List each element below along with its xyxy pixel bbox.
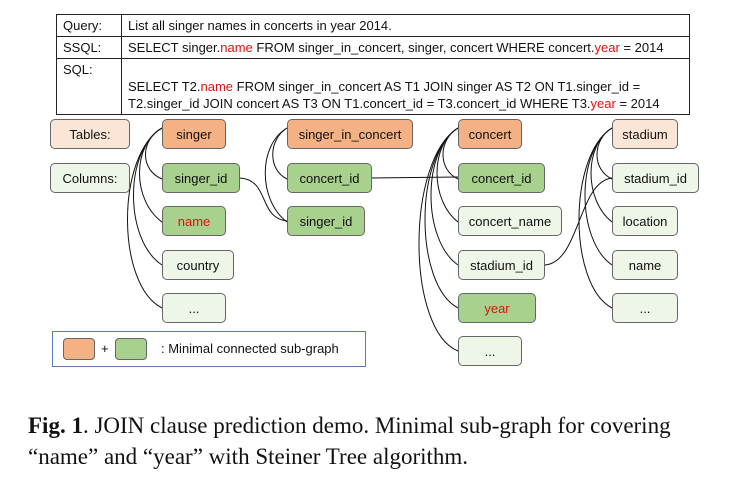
column-node-name: name xyxy=(612,250,678,280)
column-node-concert-id: concert_id xyxy=(287,163,372,193)
edge xyxy=(590,127,613,223)
sql-part-highlight: name xyxy=(200,79,234,94)
ssql-row: SSQL: SELECT singer.name FROM singer_in_… xyxy=(56,36,690,59)
edge xyxy=(430,127,459,266)
join-edge xyxy=(239,177,288,222)
tables-label: Tables: xyxy=(50,119,130,149)
column-node-singer-id: singer_id xyxy=(162,163,240,193)
sql-key: SQL: xyxy=(56,58,122,115)
table-node-stadium: stadium xyxy=(612,119,678,149)
join-edge xyxy=(371,176,459,179)
legend-column-swatch xyxy=(115,338,147,360)
sql-part: FROM singer_in_concert AS T1 JOIN singer… xyxy=(233,79,641,94)
legend-text: : Minimal connected sub-graph xyxy=(161,341,339,356)
columns-label: Columns: xyxy=(50,163,130,193)
column-node-stadium-id: stadium_id xyxy=(612,163,699,193)
ssql-part: FROM singer_in_concert, singer, concert … xyxy=(252,40,595,55)
table-node-singer-in-concert: singer_in_concert xyxy=(287,119,413,149)
figure-caption: Fig. 1. JOIN clause prediction demo. Min… xyxy=(28,410,728,472)
column-node-singer-id: singer_id xyxy=(287,206,365,236)
column-node-concert-id: concert_id xyxy=(458,163,545,193)
edge xyxy=(145,127,163,180)
edge xyxy=(264,127,288,223)
column-node-name: name xyxy=(162,206,226,236)
legend: + : Minimal connected sub-graph xyxy=(52,331,366,367)
column-node-stadium-id: stadium_id xyxy=(458,250,545,280)
sql-row: SQL: SELECT T2.name FROM singer_in_conce… xyxy=(56,58,690,115)
schema-graph-edges xyxy=(127,127,613,352)
query-table: Query: List all singer names in concerts… xyxy=(56,14,690,115)
sql-part: = 2014 xyxy=(615,96,660,111)
column-node-ellipsis: ... xyxy=(162,293,226,323)
ssql-part: = 2014 xyxy=(619,40,664,55)
column-node-year: year xyxy=(458,293,536,323)
join-edge xyxy=(544,177,613,266)
ssql-part-highlight: name xyxy=(220,40,253,55)
sql-part: T2.singer_id JOIN concert AS T3 ON T1.co… xyxy=(128,96,591,111)
column-node-country: country xyxy=(162,250,234,280)
ssql-part-highlight: year xyxy=(594,40,620,55)
legend-plus: + xyxy=(101,341,109,356)
edge xyxy=(139,127,163,223)
edge xyxy=(442,127,459,180)
edge xyxy=(127,127,163,309)
ssql-text: SELECT singer.name FROM singer_in_concer… xyxy=(121,36,690,59)
sql-part-highlight: year xyxy=(590,96,616,111)
edge xyxy=(596,127,613,180)
column-node-concert-name: concert_name xyxy=(458,206,562,236)
caption-label: Fig. 1 xyxy=(28,413,83,438)
edge xyxy=(418,127,459,352)
table-node-singer: singer xyxy=(162,119,226,149)
edge xyxy=(272,127,288,180)
edge xyxy=(578,127,613,309)
legend-table-swatch xyxy=(63,338,95,360)
edge xyxy=(436,127,459,223)
column-node-location: location xyxy=(612,206,678,236)
table-node-concert: concert xyxy=(458,119,522,149)
sql-part: SELECT T2. xyxy=(128,79,201,94)
sql-text: SELECT T2.name FROM singer_in_concert AS… xyxy=(121,58,690,115)
edge xyxy=(133,127,163,266)
column-node-ellipsis: ... xyxy=(612,293,678,323)
caption-text: . JOIN clause prediction demo. Minimal s… xyxy=(28,413,671,469)
column-node-ellipsis: ... xyxy=(458,336,522,366)
ssql-part: SELECT singer. xyxy=(128,40,221,55)
edge xyxy=(584,127,613,266)
